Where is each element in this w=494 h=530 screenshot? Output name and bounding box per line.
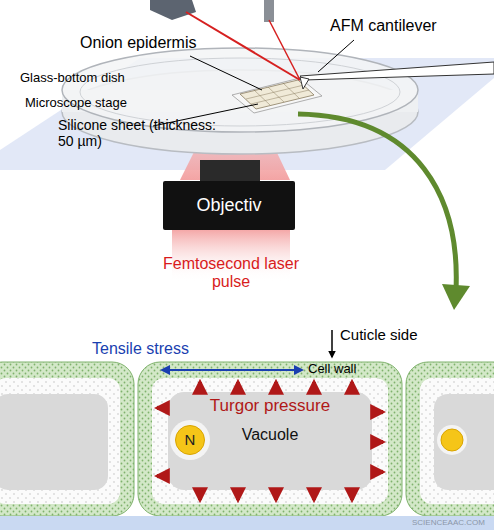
zoom-arrow [298, 114, 456, 290]
pressure-label: Turgor pressure [200, 396, 340, 416]
nucleus [441, 429, 463, 451]
part-label: AFM cantilever [330, 17, 437, 35]
laser-source [150, 0, 196, 20]
cytoplasm [0, 378, 120, 504]
cell-wall [406, 362, 494, 516]
afm-cantilever [300, 62, 494, 80]
silicone-sheet [232, 78, 322, 113]
part-label: Glass-bottom dish [20, 71, 125, 86]
stress-label: Tensile stress [92, 340, 189, 358]
zoom-arrowhead [442, 284, 470, 310]
node-text: N [185, 432, 196, 449]
vacuole-shape [0, 394, 108, 490]
cytoplasm [152, 378, 388, 504]
nucleus-halo [437, 425, 467, 455]
objective-stem [200, 160, 260, 182]
cell-wall [138, 362, 402, 516]
nucleus: N [175, 425, 205, 455]
vacuole-shape [434, 394, 494, 490]
side-label: Cuticle side [340, 326, 418, 343]
dish-inner [80, 58, 400, 126]
objective-box: Objectiv [163, 181, 295, 230]
reflected-beam [269, 20, 300, 80]
cuticle-arrow [331, 330, 333, 357]
stress-arrow [162, 369, 302, 371]
part-label: Silicone sheet (thickness: 50 µm) [58, 117, 223, 149]
wall-label: Cell wall [308, 362, 356, 377]
leader-line [190, 56, 262, 90]
laser-label: Femtosecond laser pulse [150, 255, 312, 292]
cantilever-tip [300, 77, 309, 89]
glass-substrate [0, 516, 494, 530]
cell-wall [0, 362, 134, 516]
laser-beam [186, 12, 300, 80]
epidermis-cells [246, 83, 309, 105]
node-text: Vacuole [242, 426, 299, 444]
node-text: Objectiv [196, 196, 261, 216]
afm-head [264, 0, 274, 22]
watermark: SCIENCEAAC.COM [412, 518, 485, 527]
part-label: Onion epidermis [80, 34, 197, 52]
part-label: Microscope stage [25, 96, 127, 111]
leader-line [318, 40, 354, 72]
